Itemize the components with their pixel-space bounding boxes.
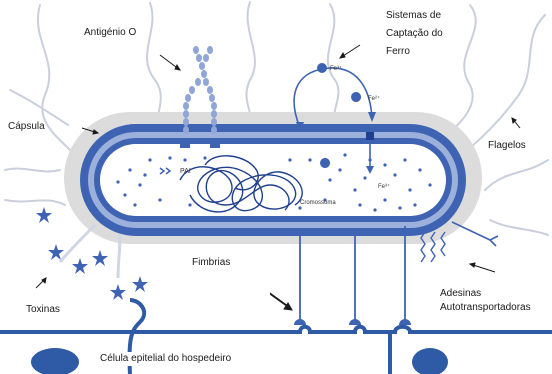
toxin-star-icon [110,284,126,300]
flagellum [5,169,60,172]
flagellum [490,220,548,235]
host-cell-nucleus [412,348,448,374]
capsule-label: Cápsula [8,120,45,134]
iron-transporter [366,132,374,140]
iron-uptake-label-line3: Ferro [386,43,443,61]
adhesins-label: Adesinas Autotransportadoras [440,287,531,315]
flagellum [470,15,545,148]
cytoplasm [100,144,446,216]
fe3b-label: Fe³⁺ [378,180,390,194]
antigen-label: Antigénio O [80,24,140,42]
siderophore-icon [317,63,327,73]
flagellum [246,2,254,125]
fimbriae-label: Fimbrias [180,252,270,300]
fimbria-tips [294,319,411,325]
adhesin-branch [452,222,498,246]
toxin-star-icon [48,244,64,260]
o-antigen-anchor [210,140,220,148]
adhesins-label-line2: Autotransportadoras [440,301,531,315]
toxin-star-icon [92,250,108,266]
o-antigen-anchor [180,140,190,148]
siderophore-icon [351,92,361,102]
toxins-label: Toxinas [26,303,60,317]
adhesins-label-line1: Adesinas [440,287,531,301]
toxin-star-icon [72,258,88,274]
toxin-star-icon [132,276,148,292]
siderophore-icon [320,158,330,168]
iron-uptake-label: Sistemas de Captação do Ferro [384,4,445,64]
iron-uptake-label-line1: Sistemas de [386,7,443,25]
fe2-label: Fe²⁺ [368,92,380,106]
flagellum [485,160,548,190]
toxin-star-icon [36,207,52,223]
chromosome-label: Cromossoma [300,196,336,210]
host-cell-label: Célula epitelial do hospedeiro [96,352,235,366]
flagellum [5,200,65,205]
host-cell-membrane [0,327,552,332]
flagella-label: Flagelos [488,139,526,153]
fe3-label: Fe³⁺ [330,62,342,76]
iron-uptake-label-line2: Captação do [386,25,443,43]
host-cell-nucleus [31,348,79,374]
pai-label: PAI [180,165,191,179]
